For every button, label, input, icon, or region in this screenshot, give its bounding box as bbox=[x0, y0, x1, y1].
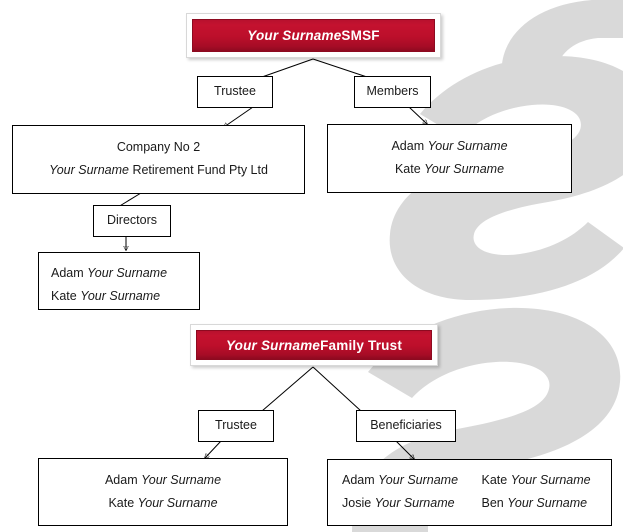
smsf-banner: Your Surname SMSF bbox=[186, 13, 441, 58]
connector-beneficiaries-list bbox=[395, 440, 414, 459]
smsf-members-label: Members bbox=[366, 84, 419, 98]
trust-trustee-surname: Your Surname bbox=[137, 496, 218, 511]
smsf-banner-plain: SMSF bbox=[341, 28, 380, 43]
trust-beneficiaries-label-box: Beneficiaries bbox=[356, 410, 456, 442]
smsf-trustee-label-box: Trustee bbox=[197, 76, 273, 108]
connector-trust-beneficiaries bbox=[312, 366, 362, 412]
director-row: Adam Your Surname bbox=[51, 262, 167, 285]
member-row: Kate Your Surname bbox=[395, 158, 504, 181]
company-entity-type: Retirement Fund Pty Ltd bbox=[128, 163, 268, 178]
family-trust-banner-plain: Family Trust bbox=[320, 337, 403, 353]
trust-beneficiaries-label: Beneficiaries bbox=[370, 418, 442, 432]
family-trust-banner-inner: Your Surname Family Trust bbox=[196, 330, 432, 360]
beneficiary-first-name: Josie bbox=[342, 496, 375, 511]
trust-trustee-first-name: Kate bbox=[108, 496, 138, 511]
smsf-members-box: Adam Your Surname Kate Your Surname bbox=[327, 124, 572, 193]
company-surname: Your Surname bbox=[49, 163, 129, 178]
trust-trustee-surname: Your Surname bbox=[141, 473, 222, 487]
connector-smsf-members bbox=[312, 58, 368, 78]
smsf-banner-inner: Your Surname SMSF bbox=[192, 19, 435, 52]
member-row: Adam Your Surname bbox=[391, 135, 507, 158]
director-row: Kate Your Surname bbox=[51, 285, 160, 308]
company-line-2: Your Surname Retirement Fund Pty Ltd bbox=[49, 159, 268, 182]
connector-members-list bbox=[408, 106, 427, 124]
company-line-1: Company No 2 bbox=[116, 140, 201, 154]
beneficiary-surname: Your Surname bbox=[374, 496, 455, 511]
smsf-trustee-label: Trustee bbox=[214, 84, 256, 98]
family-trust-banner: Your Surname Family Trust bbox=[190, 324, 438, 366]
director-first-name: Adam bbox=[51, 266, 88, 280]
member-first-name: Kate bbox=[394, 162, 425, 177]
trust-beneficiaries-box: Adam Your Surname Kate Your Surname Josi… bbox=[327, 459, 612, 526]
smsf-directors-label: Directors bbox=[106, 213, 157, 227]
connector-trust-trustee bbox=[261, 366, 314, 412]
connector-smsf-trustee bbox=[261, 58, 314, 78]
family-trust-banner-italic: Your Surname bbox=[225, 337, 321, 353]
director-surname: Your Surname bbox=[87, 266, 168, 280]
trust-trustee-row: Kate Your Surname bbox=[108, 492, 217, 515]
trust-trustee-label: Trustee bbox=[215, 418, 257, 432]
beneficiary-surname: Your Surname bbox=[507, 496, 588, 511]
member-surname: Your Surname bbox=[427, 139, 508, 153]
beneficiary-first-name: Adam bbox=[342, 473, 379, 487]
beneficiary-row: Josie Your Surname bbox=[342, 492, 472, 515]
beneficiary-row: Kate Your Surname bbox=[482, 469, 612, 492]
smsf-directors-box: Adam Your Surname Kate Your Surname bbox=[38, 252, 200, 310]
smsf-directors-label-box: Directors bbox=[93, 205, 171, 237]
trust-trustee-first-name: Adam bbox=[104, 473, 142, 487]
beneficiary-first-name: Kate bbox=[481, 473, 511, 487]
director-first-name: Kate bbox=[51, 289, 81, 304]
trust-trustees-box: Adam Your Surname Kate Your Surname bbox=[38, 458, 288, 526]
beneficiary-surname: Your Surname bbox=[378, 473, 459, 487]
beneficiary-row: Adam Your Surname bbox=[342, 469, 472, 492]
connector-trustee-company bbox=[224, 106, 254, 127]
smsf-company-box: Company No 2 Your Surname Retirement Fun… bbox=[12, 125, 305, 194]
member-first-name: Adam bbox=[391, 139, 428, 153]
smsf-members-label-box: Members bbox=[354, 76, 431, 108]
connector-trusttrustee-list bbox=[205, 440, 222, 458]
beneficiary-row: Ben Your Surname bbox=[482, 492, 612, 515]
director-surname: Your Surname bbox=[80, 289, 161, 304]
beneficiary-first-name: Ben bbox=[481, 496, 508, 511]
beneficiary-surname: Your Surname bbox=[510, 473, 591, 487]
trust-trustee-label-box: Trustee bbox=[198, 410, 274, 442]
trust-trustee-row: Adam Your Surname bbox=[105, 469, 221, 492]
smsf-banner-italic: Your Surname bbox=[247, 28, 342, 43]
member-surname: Your Surname bbox=[424, 162, 505, 177]
